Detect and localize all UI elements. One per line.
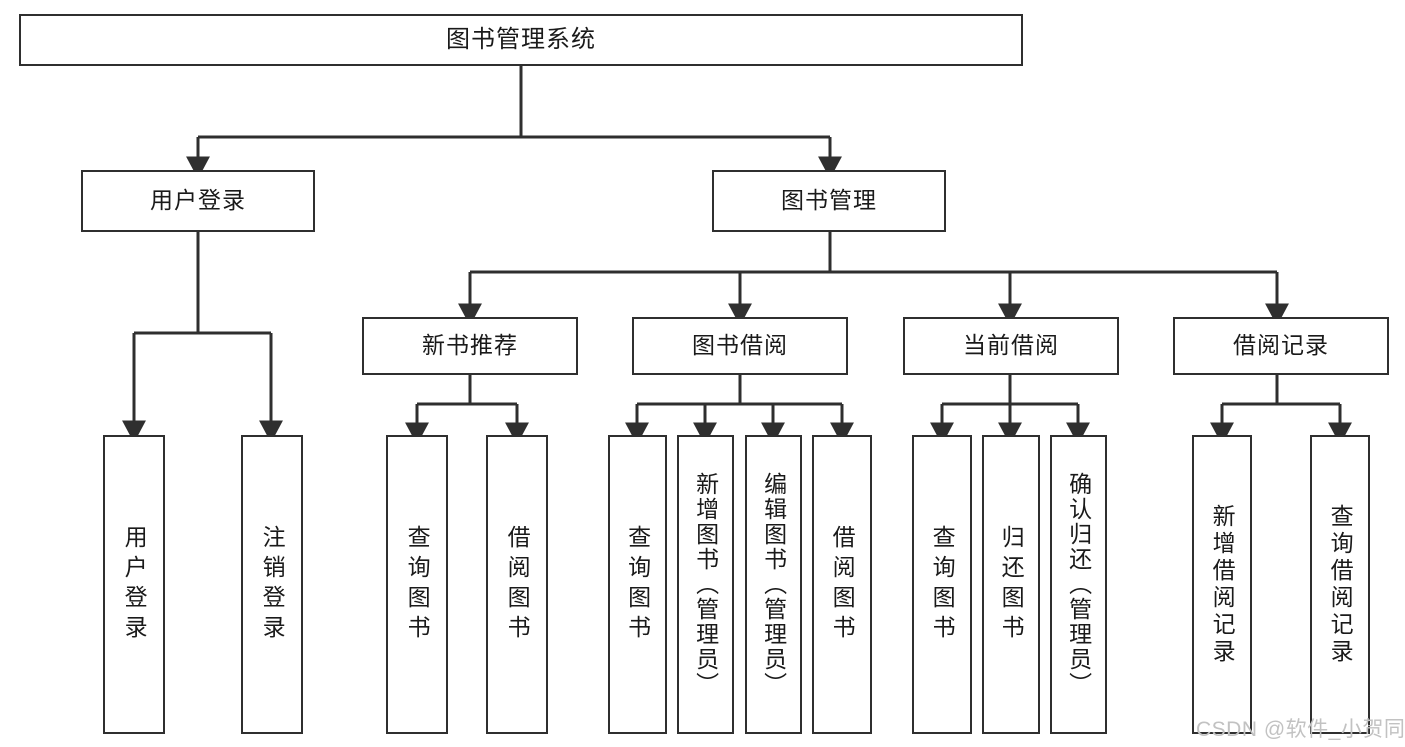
csdn-watermark: CSDN @软件_小贺同学 — [1196, 718, 1405, 741]
node-borrow-record[interactable]: 借阅记录 — [1173, 317, 1389, 375]
node-leaf-current-borrow-1-label: 查询图书 — [929, 524, 956, 645]
node-leaf-user-login-1[interactable]: 用户登录 — [103, 435, 165, 734]
node-leaf-current-borrow-2[interactable]: 归还图书 — [982, 435, 1040, 734]
node-root-label: 图书管理系统 — [446, 25, 596, 53]
node-leaf-current-borrow-3-label: 确认归还（管理员） — [1065, 472, 1092, 697]
node-new-book-recommend[interactable]: 新书推荐 — [362, 317, 578, 375]
node-leaf-current-borrow-1[interactable]: 查询图书 — [912, 435, 972, 734]
node-leaf-book-borrow-4[interactable]: 借阅图书 — [812, 435, 872, 734]
node-leaf-borrow-record-1-label: 新增借阅记录 — [1209, 503, 1236, 666]
node-new-book-recommend-label: 新书推荐 — [422, 332, 518, 359]
node-leaf-borrow-record-2[interactable]: 查询借阅记录 — [1310, 435, 1370, 734]
node-leaf-new-book-2[interactable]: 借阅图书 — [486, 435, 548, 734]
node-leaf-book-borrow-1-label: 查询图书 — [624, 524, 651, 645]
node-current-borrow[interactable]: 当前借阅 — [903, 317, 1119, 375]
node-leaf-current-borrow-2-label: 归还图书 — [998, 524, 1025, 645]
node-leaf-user-login-2[interactable]: 注销登录 — [241, 435, 303, 734]
node-book-management-label: 图书管理 — [781, 187, 877, 214]
node-leaf-new-book-1-label: 查询图书 — [404, 524, 431, 645]
node-current-borrow-label: 当前借阅 — [963, 332, 1059, 359]
node-user-login[interactable]: 用户登录 — [81, 170, 315, 232]
node-leaf-book-borrow-1[interactable]: 查询图书 — [608, 435, 667, 734]
node-leaf-borrow-record-1[interactable]: 新增借阅记录 — [1192, 435, 1252, 734]
node-leaf-user-login-2-label: 注销登录 — [259, 524, 286, 645]
node-root-library-system[interactable]: 图书管理系统 — [19, 14, 1023, 66]
node-user-login-label: 用户登录 — [150, 187, 246, 214]
node-book-borrow[interactable]: 图书借阅 — [632, 317, 848, 375]
node-leaf-current-borrow-3[interactable]: 确认归还（管理员） — [1050, 435, 1107, 734]
node-leaf-new-book-1[interactable]: 查询图书 — [386, 435, 448, 734]
node-leaf-user-login-1-label: 用户登录 — [121, 524, 148, 645]
node-leaf-book-borrow-4-label: 借阅图书 — [829, 524, 856, 645]
node-borrow-record-label: 借阅记录 — [1233, 332, 1329, 359]
node-book-management[interactable]: 图书管理 — [712, 170, 946, 232]
node-book-borrow-label: 图书借阅 — [692, 332, 788, 359]
node-leaf-borrow-record-2-label: 查询借阅记录 — [1327, 503, 1354, 666]
node-leaf-book-borrow-2[interactable]: 新增图书（管理员） — [677, 435, 734, 734]
node-leaf-book-borrow-2-label: 新增图书（管理员） — [692, 472, 719, 697]
node-leaf-new-book-2-label: 借阅图书 — [504, 524, 531, 645]
node-leaf-book-borrow-3[interactable]: 编辑图书（管理员） — [745, 435, 802, 734]
node-leaf-book-borrow-3-label: 编辑图书（管理员） — [760, 472, 787, 697]
